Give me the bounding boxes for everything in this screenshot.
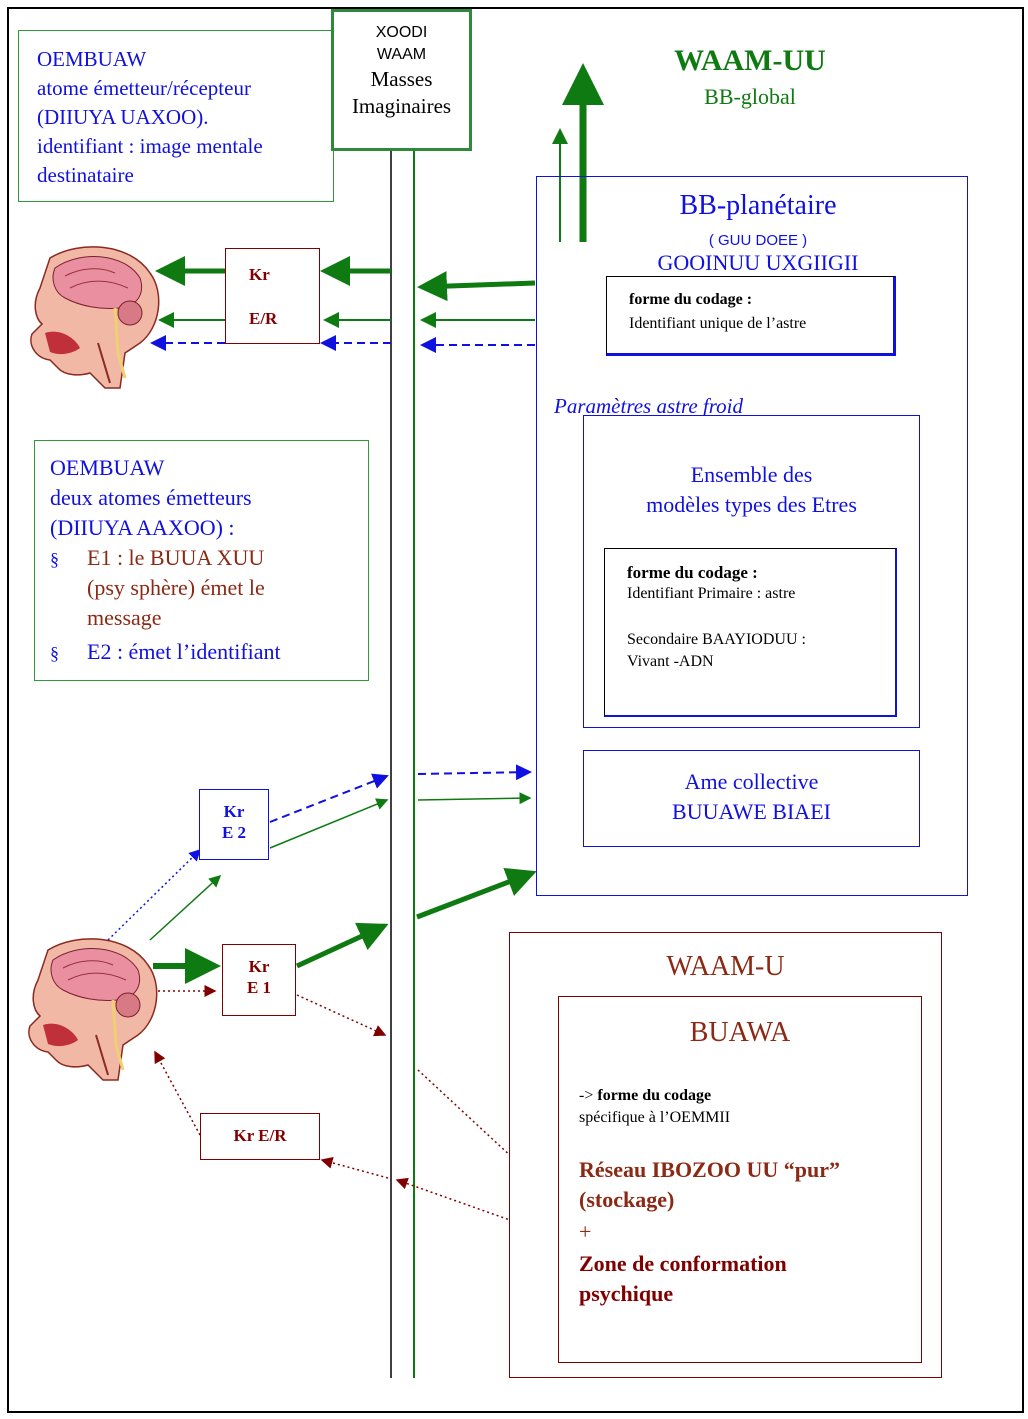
ensemble-box: Ensemble des modèles types des Etres for… bbox=[583, 415, 920, 728]
xoodi-waam-box: XOODI WAAM Masses Imaginaires bbox=[331, 9, 472, 151]
reseau-line1: Réseau IBOZOO UU “pur” bbox=[579, 1157, 840, 1182]
kr-er-top-box: Kr E/R bbox=[225, 248, 320, 344]
outer-frame bbox=[7, 7, 1024, 1413]
e2-dotted-arrow bbox=[107, 848, 202, 941]
inner-line1: Identifiant Primaire : astre bbox=[627, 585, 796, 602]
bb-planetaire-sub2: GOOINUU UXGIIGII bbox=[657, 250, 859, 275]
ame-collective-box: Ame collective BUUAWE BIAEI bbox=[583, 750, 920, 847]
waam-u-title: WAAM-U bbox=[666, 951, 785, 982]
e1-thick-out-1 bbox=[295, 922, 389, 969]
bb-coding-title: forme du codage : bbox=[629, 291, 753, 308]
arrow-prefix: -> bbox=[579, 1087, 594, 1104]
oembuaw-mid-line1: deux atomes émetteurs bbox=[50, 485, 252, 510]
oembuaw-top-title: OEMBUAW bbox=[37, 47, 147, 71]
inner-line2: Secondaire BAAYIODUU : bbox=[627, 631, 806, 648]
kr-e2-box: Kr E 2 bbox=[199, 789, 269, 860]
bullet-e2-icon: § bbox=[50, 643, 59, 663]
oembuaw-top-line3: identifiant : image mentale bbox=[37, 134, 263, 158]
xoodi-line3: Masses bbox=[370, 67, 433, 91]
e1-line3: message bbox=[87, 605, 162, 630]
return-dotted-2 bbox=[320, 1156, 389, 1179]
e1-thick-out-2 bbox=[416, 867, 537, 920]
oembuaw-top-line2: (DIIUYA UAXOO). bbox=[37, 105, 209, 129]
er-top-label: E/R bbox=[249, 309, 278, 328]
plus-sign: + bbox=[579, 1219, 592, 1244]
bb-planetaire-sub1: ( GUU DOEE ) bbox=[708, 232, 808, 249]
kr-er-bottom-label: Kr E/R bbox=[233, 1126, 287, 1145]
oembuaw-top-line4: destinataire bbox=[37, 163, 134, 187]
e2-green-out bbox=[269, 798, 389, 849]
bb-planetaire-box bbox=[536, 176, 968, 896]
inner-coding-title: forme du codage : bbox=[627, 563, 758, 582]
return-dotted-3 bbox=[154, 1050, 201, 1136]
oembuaw-mid-line2: (DIIUYA AAXOO) : bbox=[50, 515, 235, 540]
waam-uu-subtitle: BB-global bbox=[704, 84, 796, 109]
bb-coding-text: Identifiant unique de l’astre bbox=[629, 315, 807, 332]
ensemble-line1: Ensemble des bbox=[690, 462, 813, 487]
kr-e1-e: E 1 bbox=[246, 978, 272, 997]
e2-green-to-ame bbox=[417, 792, 532, 805]
coding-line1: -> forme du codage bbox=[579, 1087, 711, 1105]
waam-uu-title: WAAM-UU bbox=[674, 44, 826, 77]
head-anatomy-icon-bottom bbox=[28, 938, 158, 1081]
ensemble-coding-box: forme du codage : Identifiant Primaire :… bbox=[604, 548, 897, 717]
oembuaw-top-line1: atome émetteur/récepteur bbox=[37, 76, 251, 100]
reseau-line2: (stockage) bbox=[579, 1187, 675, 1212]
ame-line1: Ame collective bbox=[684, 769, 819, 794]
xoodi-line4: Imaginaires bbox=[351, 94, 452, 118]
zone-line1: Zone de conformation bbox=[579, 1251, 787, 1276]
head-anatomy-icon-top bbox=[30, 246, 160, 389]
bullet-e1-icon: § bbox=[50, 549, 59, 569]
e1-dotted-out bbox=[296, 994, 387, 1037]
kr-er-bottom-box: Kr E/R bbox=[200, 1113, 320, 1160]
inner-line3: Vivant -ADN bbox=[627, 653, 714, 670]
bb-coding-box: forme du codage : Identifiant unique de … bbox=[606, 276, 896, 356]
coding-bold: forme du codage bbox=[597, 1087, 712, 1104]
xoodi-line1: XOODI bbox=[375, 24, 428, 41]
e1-line1: E1 : le BUUA XUU bbox=[87, 545, 265, 570]
e1-line2: (psy sphère) émet le bbox=[87, 575, 265, 600]
e2-dashed-out bbox=[269, 773, 389, 823]
coding-line2: spécifique à l’OEMMII bbox=[579, 1109, 731, 1126]
waam-u-box: WAAM-U BUAWA -> forme du codage spécifiq… bbox=[509, 932, 942, 1378]
buawa-title: BUAWA bbox=[689, 1017, 791, 1048]
ensemble-line2: modèles types des Etres bbox=[646, 492, 857, 517]
e2-green-arrow bbox=[149, 874, 222, 941]
kr-top-label: Kr bbox=[249, 265, 270, 284]
thick-left-arrow-1 bbox=[417, 271, 536, 302]
xoodi-line2: WAAM bbox=[376, 46, 427, 63]
kr-e1-box: Kr E 1 bbox=[222, 944, 296, 1016]
kr-e2-kr: Kr bbox=[223, 802, 245, 821]
e2-line1: E2 : émet l’identifiant bbox=[87, 639, 281, 664]
oembuaw-mid-title: OEMBUAW bbox=[50, 455, 165, 480]
kr-e2-e: E 2 bbox=[221, 823, 247, 842]
buawa-box: BUAWA -> forme du codage spécifique à l’… bbox=[558, 996, 922, 1363]
bb-planetaire-title: BB-planétaire bbox=[679, 190, 837, 221]
zone-line2: psychique bbox=[579, 1281, 674, 1306]
e2-dashed-to-ame bbox=[417, 764, 532, 781]
ame-line2: BUUAWE BIAEI bbox=[672, 799, 831, 824]
oembuaw-mid-box: OEMBUAW deux atomes émetteurs (DIIUYA AA… bbox=[34, 440, 369, 681]
kr-e1-kr: Kr bbox=[248, 957, 270, 976]
oembuaw-top-box: OEMBUAW atome émetteur/récepteur (DIIUYA… bbox=[18, 30, 334, 202]
params-astre-label: Paramètres astre froid bbox=[554, 394, 743, 418]
